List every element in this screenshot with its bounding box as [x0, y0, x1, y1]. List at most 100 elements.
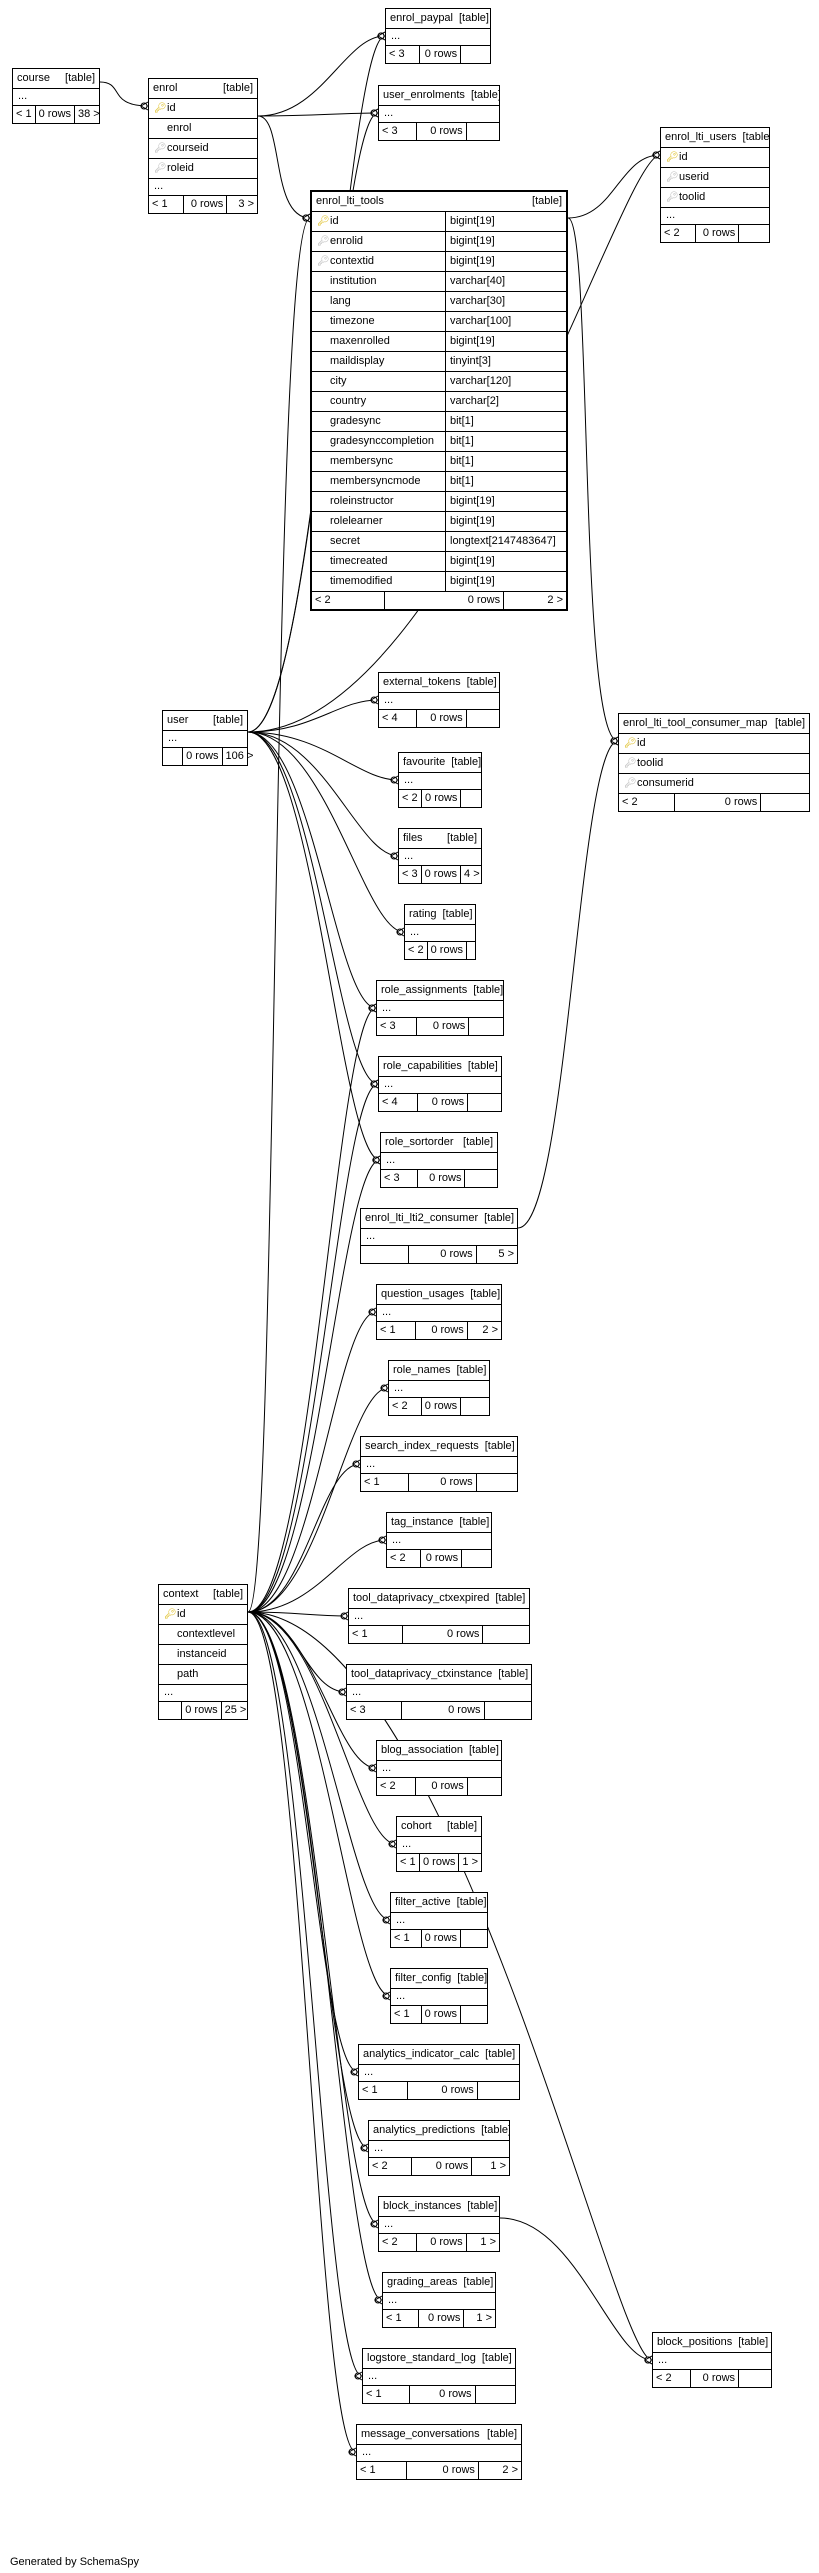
foreign-key-icon: 🔑︎: [317, 236, 330, 247]
child-count: [476, 2386, 515, 2403]
column-type: bit[1]: [445, 472, 566, 491]
table-kind: [table]: [442, 908, 473, 920]
foreign-key-icon: 🔑︎: [154, 163, 167, 174]
parent-count: < 2: [369, 2158, 413, 2175]
crow-foot-marker: [371, 1155, 381, 1165]
more-columns-ellipsis: ...: [359, 2065, 519, 2082]
table-kind: [table]: [456, 1896, 487, 1908]
column-type: longtext[2147483647]: [445, 532, 566, 551]
fk-relationship-context-filter_active: [247, 1611, 391, 1921]
fk-relationship-context-question_usages: [247, 1311, 377, 1613]
table-name: search_index_requests: [365, 1440, 479, 1452]
table-name: enrol_lti_users: [665, 131, 737, 143]
table-header: user[table]: [163, 711, 247, 731]
table-kind: [table]: [467, 1060, 498, 1072]
table-name: filter_config: [395, 1972, 452, 1984]
parent-count: < 2: [379, 2234, 418, 2251]
table-enrol-lti-tool-consumer-map[interactable]: enrol_lti_tool_consumer_map[table]🔑︎id🔑︎…: [618, 713, 810, 812]
column-name: membersyncmode: [330, 475, 421, 487]
child-count: 3 >: [238, 198, 254, 210]
column-type: varchar[40]: [445, 272, 566, 291]
column-name: userid: [679, 171, 709, 183]
more-columns-ellipsis: ...: [399, 773, 481, 790]
row-count: 0 rows: [420, 46, 462, 63]
crow-foot-marker: [369, 1079, 379, 1089]
row-count: 0 rows: [419, 2310, 465, 2327]
column-type: tinyint[3]: [445, 352, 566, 371]
parent-count: < 3: [379, 123, 418, 140]
parent-count: [163, 748, 184, 765]
table-kind: [table]: [495, 1592, 526, 1604]
table-header: search_index_requests[table]: [361, 1437, 517, 1457]
parent-count: < 2: [377, 1778, 417, 1795]
row-count: 0 rows: [418, 1170, 466, 1187]
table-name: grading_areas: [387, 2276, 458, 2288]
row-count: 0 rows: [412, 2158, 473, 2175]
table-kind: [table]: [532, 195, 562, 207]
crow-foot-marker: [377, 1535, 387, 1545]
table-name: question_usages: [381, 1288, 465, 1300]
table-tool-dataprivacy-ctxinstance[interactable]: tool_dataprivacy_ctxinstance[table]...< …: [346, 1664, 532, 1720]
child-count: [477, 1474, 517, 1491]
table-kind: [table]: [223, 82, 253, 94]
table-header: analytics_indicator_calc[table]: [359, 2045, 519, 2065]
column-name: timecreated: [330, 555, 388, 567]
table-tool-dataprivacy-ctxexpired[interactable]: tool_dataprivacy_ctxexpired[table]...< 1…: [348, 1588, 530, 1644]
table-kind: [table]: [466, 676, 497, 688]
column-name: path: [177, 1668, 199, 1680]
column-type: bigint[19]: [445, 552, 566, 571]
child-count: 2 >: [502, 2464, 518, 2476]
more-columns-ellipsis: ...: [377, 1001, 503, 1018]
column-row: enrol: [149, 119, 257, 139]
generated-by-footer: Generated by SchemaSpy: [10, 2556, 140, 2568]
table-enrol-lti-users[interactable]: enrol_lti_users[table]🔑︎id🔑︎userid🔑︎tool…: [660, 127, 770, 243]
table-name: enrol_paypal: [390, 12, 453, 24]
table-kind: [table]: [481, 2124, 509, 2136]
parent-count: < 1: [359, 2082, 408, 2099]
crow-foot-marker: [301, 213, 311, 223]
table-header: external_tokens[table]: [379, 673, 499, 693]
row-count: 0 rows: [421, 1550, 463, 1567]
fk-relationship-user-external_tokens: [247, 699, 379, 733]
crow-foot-marker: [643, 2355, 653, 2365]
column-name: maxenrolled: [330, 335, 390, 347]
table-header: blog_association[table]: [377, 1741, 501, 1761]
